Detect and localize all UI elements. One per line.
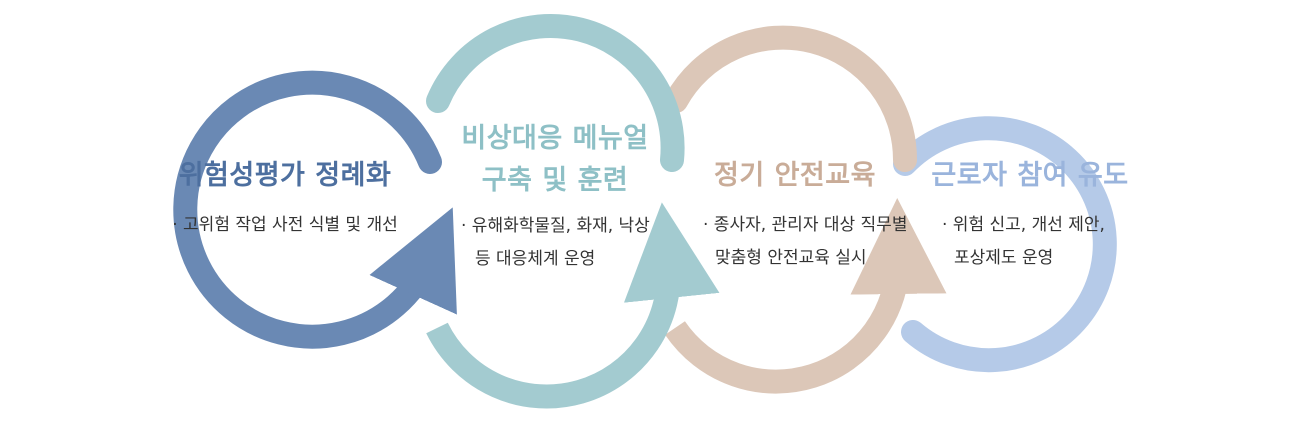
- step-3-bullet-line: 맞춤형 안전교육 실시: [715, 248, 867, 268]
- step-1-bullets: · 고위험 작업 사전 식별 및 개선: [160, 209, 410, 242]
- ring-3-arc: [664, 25, 918, 172]
- step-3-bullet-line: · 종사자, 관리자 대상 직무별: [703, 215, 908, 235]
- step-3-title-line: 정기 안전교육: [714, 160, 876, 191]
- step-2-title-line: 비상대응 메뉴얼: [461, 123, 649, 154]
- step-4-title-line: 근로자 참여 유도: [931, 160, 1129, 191]
- ring-1-arrow: [173, 70, 457, 349]
- ring-2-arc: [426, 14, 685, 172]
- step-3-title: 정기 안전교육: [685, 155, 905, 197]
- step-4-title: 근로자 참여 유도: [920, 155, 1140, 197]
- step-2-bullet-line: 등 대응체계 운영: [475, 249, 596, 269]
- ring-3-arrow: [665, 198, 947, 394]
- step-4: 근로자 참여 유도 · 위험 신고, 개선 제안, 포상제도 운영: [920, 155, 1140, 275]
- step-1-bullet-line: · 고위험 작업 사전 식별 및 개선: [172, 215, 398, 235]
- step-1: 위험성평가 정례화 · 고위험 작업 사전 식별 및 개선: [160, 155, 410, 242]
- ring-4-arc: [893, 116, 1117, 373]
- step-1-title-line: 위험성평가 정례화: [178, 160, 392, 191]
- step-3: 정기 안전교육 · 종사자, 관리자 대상 직무별 맞춤형 안전교육 실시: [685, 155, 908, 275]
- step-4-bullet-line: · 위험 신고, 개선 제안,: [942, 215, 1105, 235]
- step-2: 비상대응 메뉴얼 구축 및 훈련 · 유해화학물질, 화재, 낙상 등 대응체계…: [445, 118, 665, 276]
- step-2-title-line: 구축 및 훈련: [481, 165, 629, 196]
- step-4-bullets: · 위험 신고, 개선 제안, 포상제도 운영: [920, 209, 1140, 275]
- step-2-bullet-line: · 유해화학물질, 화재, 낙상: [461, 216, 650, 236]
- step-1-title: 위험성평가 정례화: [160, 155, 410, 197]
- step-4-bullet-line: 포상제도 운영: [954, 248, 1054, 268]
- step-2-bullets: · 유해화학물질, 화재, 낙상 등 대응체계 운영: [445, 210, 665, 276]
- step-2-title: 비상대응 메뉴얼 구축 및 훈련: [445, 118, 665, 202]
- ring-2-arrow: [426, 202, 720, 409]
- step-3-bullets: · 종사자, 관리자 대상 직무별 맞춤형 안전교육 실시: [685, 209, 908, 275]
